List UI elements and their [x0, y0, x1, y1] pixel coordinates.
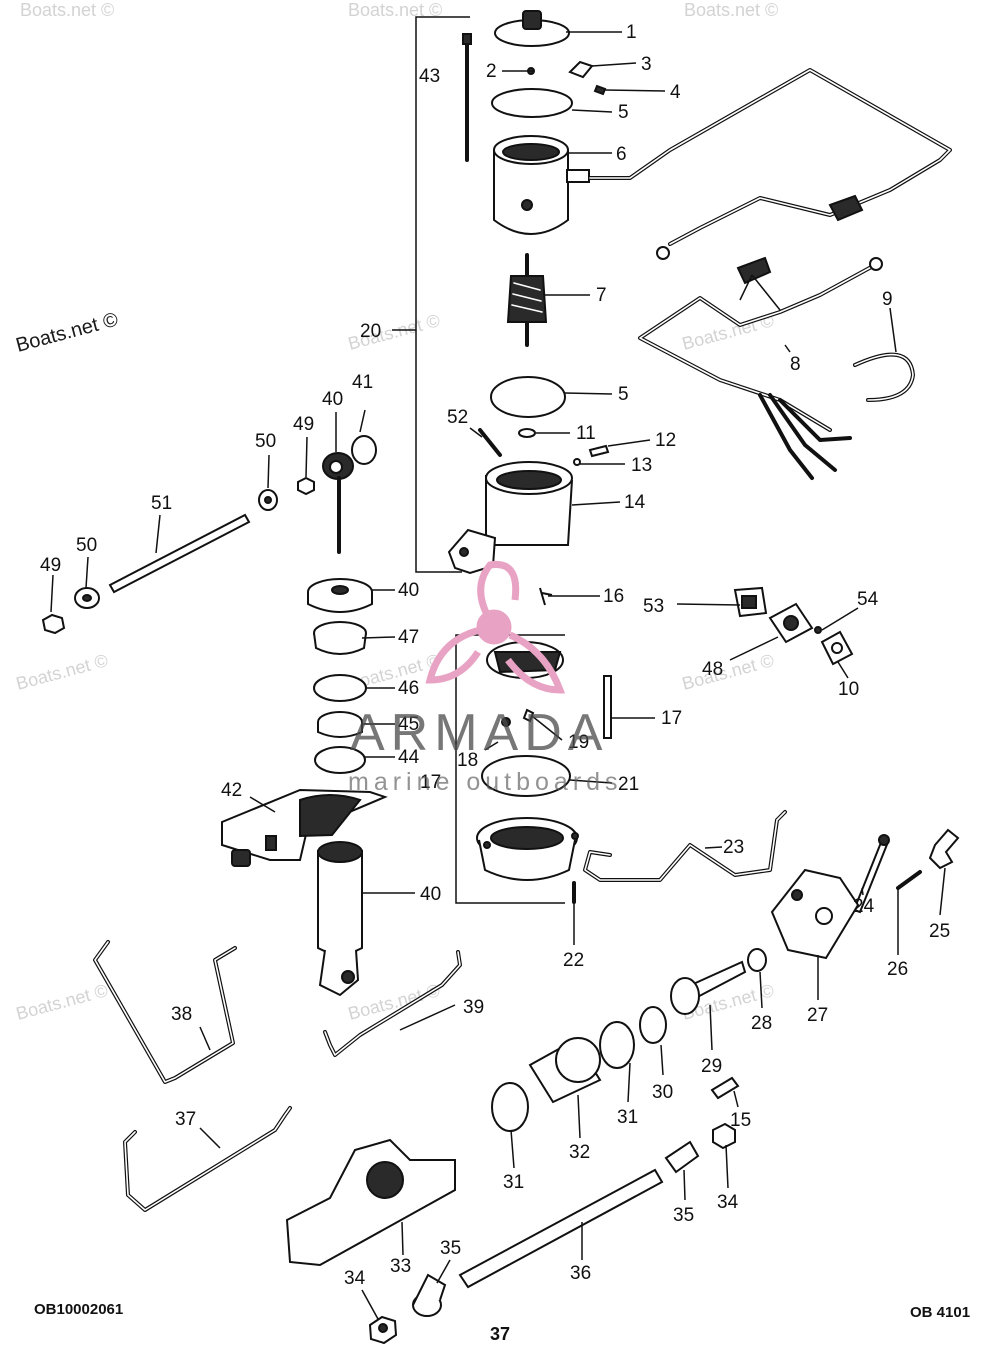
callout-label: 35 — [673, 1205, 694, 1226]
swivel-bracket-part — [285, 1138, 456, 1267]
callout-label: 20 — [360, 321, 381, 342]
callout-label: 49 — [293, 414, 314, 435]
footer-left-code: OB10002061 — [34, 1301, 123, 1318]
callout-label: 48 — [702, 659, 723, 680]
page-number: 37 — [490, 1324, 510, 1344]
leader-lines — [50, 31, 946, 1320]
footer-right-code: OB 4101 — [910, 1304, 970, 1321]
callout-label: 36 — [570, 1263, 591, 1284]
callout-label: 34 — [344, 1268, 366, 1289]
callout-label: 17 — [661, 708, 682, 729]
callout-label: 46 — [398, 678, 419, 699]
brand-watermark: ARMADA marine outboards — [348, 560, 623, 796]
watermark-text: Boats.net © — [680, 650, 776, 694]
callout-label: 51 — [151, 493, 172, 514]
callout-label: 14 — [624, 492, 646, 513]
callout-label: 52 — [447, 407, 468, 428]
watermark-text: Boats.net © — [684, 0, 778, 20]
bracket-motor-assembly — [415, 16, 470, 573]
callout-label: 21 — [618, 774, 639, 795]
callout-label: 32 — [569, 1142, 590, 1163]
callout-label: 28 — [751, 1013, 772, 1034]
watermark-text: Boats.net © — [20, 0, 114, 20]
hydraulic-lines — [93, 810, 787, 1212]
callout-label: 24 — [853, 896, 875, 917]
callout-label: 54 — [857, 589, 879, 610]
callout-label: 35 — [440, 1238, 461, 1259]
callout-label: 6 — [616, 144, 627, 165]
callout-label: 1 — [626, 22, 637, 43]
propeller-logo — [425, 560, 566, 694]
watermark-main-text: Boats.net © — [14, 308, 121, 356]
callout-label: 9 — [882, 289, 893, 310]
brand-name: ARMADA — [350, 704, 608, 762]
callout-label: 42 — [221, 780, 242, 801]
callout-label: 10 — [838, 679, 859, 700]
watermark-text: Boats.net © — [14, 980, 110, 1024]
callout-label: 38 — [171, 1004, 192, 1025]
callout-label: 49 — [40, 555, 61, 576]
callout-label: 30 — [652, 1082, 673, 1103]
brand-tagline: marine outboards — [348, 768, 623, 796]
callout-label: 40 — [420, 884, 441, 905]
callout-label: 5 — [618, 384, 629, 405]
callout-label: 43 — [419, 66, 440, 87]
callout-label: 31 — [503, 1172, 524, 1193]
callout-label: 34 — [717, 1192, 739, 1213]
callout-label: 8 — [790, 354, 801, 375]
callout-label: 2 — [486, 61, 497, 82]
footer: OB10002061 37 OB 4101 — [34, 1301, 970, 1344]
callout-label: 11 — [576, 423, 596, 444]
callout-label: 23 — [723, 837, 744, 858]
callout-label: 47 — [398, 627, 419, 648]
tilt-parts — [285, 828, 960, 1345]
callout-label: 12 — [655, 430, 676, 451]
callout-label: 17 — [420, 772, 441, 793]
callout-label: 15 — [730, 1110, 751, 1131]
o-ring-part — [491, 88, 573, 118]
left-parts — [41, 435, 377, 635]
callout-label: 40 — [398, 580, 419, 601]
callout-label: 39 — [463, 997, 484, 1018]
callout-label: 53 — [643, 596, 664, 617]
callout-label: 45 — [398, 714, 419, 735]
callout-label: 25 — [929, 921, 950, 942]
callout-label: 41 — [352, 372, 373, 393]
motor-parts — [447, 10, 610, 575]
callout-label: 29 — [701, 1056, 722, 1077]
callout-labels: 1 2 3 4 5 6 43 7 20 9 8 5 41 40 49 50 52… — [40, 22, 950, 1289]
callout-label: 27 — [807, 1005, 828, 1026]
callout-label: 16 — [603, 586, 624, 607]
callout-label: 50 — [76, 535, 97, 556]
callout-label: 13 — [631, 455, 652, 476]
callout-label: 31 — [617, 1107, 638, 1128]
cylinder-parts — [221, 578, 388, 997]
wiring-parts — [588, 68, 952, 480]
callout-label: 3 — [641, 54, 652, 75]
motor-housing-part — [493, 150, 569, 235]
callout-label: 5 — [618, 102, 629, 123]
callout-label: 7 — [596, 285, 607, 306]
callout-label: 40 — [322, 389, 343, 410]
callout-label: 18 — [457, 750, 478, 771]
callout-label: 37 — [175, 1109, 196, 1130]
callout-label: 26 — [887, 959, 908, 980]
clip-part — [568, 60, 594, 79]
callout-label: 22 — [563, 950, 584, 971]
callout-label: 50 — [255, 431, 276, 452]
callout-label: 44 — [398, 747, 420, 768]
callout-label: 19 — [568, 732, 589, 753]
watermark-text: Boats.net © — [14, 650, 110, 694]
watermark-text: Boats.net © — [348, 0, 442, 20]
callout-label: 4 — [670, 82, 681, 103]
callout-label: 33 — [390, 1256, 411, 1277]
